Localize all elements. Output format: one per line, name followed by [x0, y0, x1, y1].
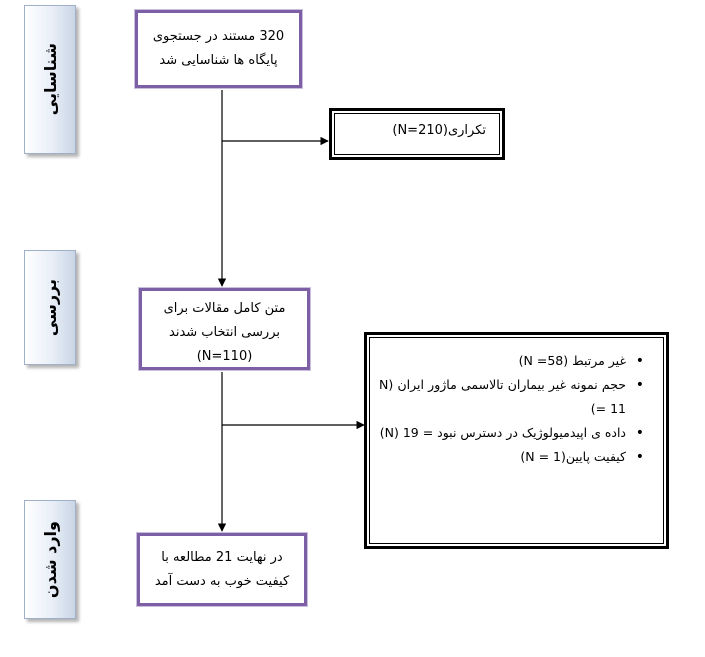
excluded-item: داده ی اپیدمیولوژیک در دسترس نبود = N) 1… [379, 421, 644, 445]
box-excluded: غیر مرتبط (N =58) حجم نمونه غیر بیماران … [364, 332, 669, 549]
box-identified: 320 مستند در جستجوی پایگاه ها شناسایی شد [135, 10, 302, 88]
box-fulltext-line3: (N=110) [196, 349, 253, 364]
stage-identification: شناسایی [24, 5, 76, 154]
stage-included: وارد شدن [24, 500, 76, 619]
box-identified-line1: 320 مستند در جستجوی [152, 29, 285, 44]
box-fulltext-line1: متن کامل مقالات برای [163, 301, 286, 316]
excluded-list: غیر مرتبط (N =58) حجم نمونه غیر بیماران … [367, 335, 666, 469]
box-fulltext: متن کامل مقالات برای بررسی انتخاب شدند (… [139, 288, 310, 370]
excluded-item: حجم نمونه غیر بیماران تالاسمی ماژور ایرا… [379, 373, 644, 421]
box-final-line2: کیفیت خوب به دست آمد [154, 574, 290, 589]
box-fulltext-line2: بررسی انتخاب شدند [169, 325, 280, 340]
box-identified-line2: پایگاه ها شناسایی شد [159, 53, 278, 68]
box-final: در نهایت 21 مطالعه با کیفیت خوب به دست آ… [137, 533, 307, 606]
box-duplicates-text: تکراری(N=210) [392, 123, 486, 138]
box-duplicates: تکراری(N=210) [329, 108, 505, 160]
excluded-item: کیفیت پایین(N = 1) [379, 445, 644, 469]
box-final-line1: در نهایت 21 مطالعه با [161, 550, 283, 565]
excluded-item: غیر مرتبط (N =58) [379, 349, 644, 373]
stage-screening: بررسی [24, 250, 76, 365]
